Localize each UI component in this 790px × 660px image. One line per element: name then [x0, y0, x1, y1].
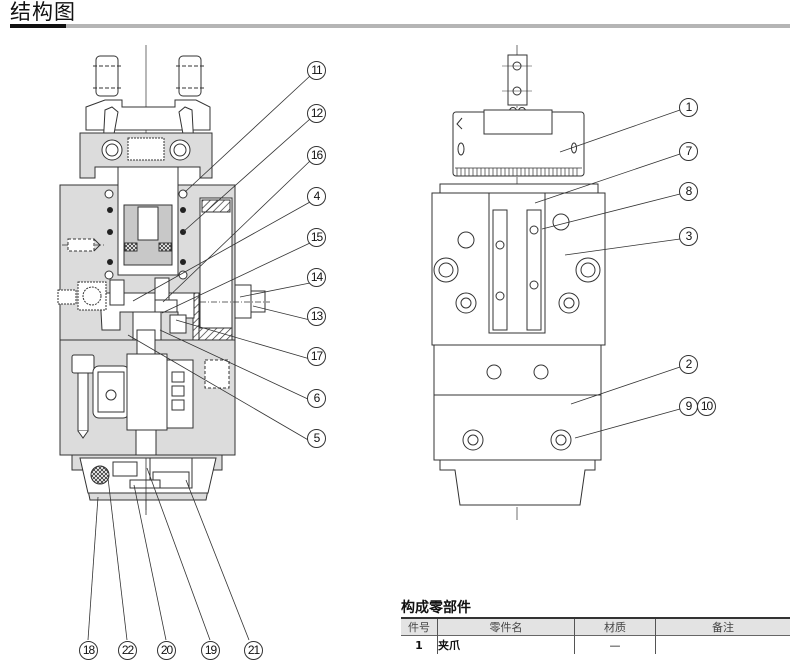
parts-table-header: 件号 零件名 材质 备注	[401, 618, 790, 636]
parts-table-title: 构成零部件	[401, 597, 471, 617]
callout-22: 22	[118, 641, 137, 660]
callout-21: 21	[244, 641, 263, 660]
callout-9: 9	[679, 397, 698, 416]
front-view	[432, 45, 680, 520]
callout-16: 16	[307, 146, 326, 165]
callout-4: 4	[307, 187, 326, 206]
row-no: 1	[401, 636, 438, 655]
callout-12: 12	[307, 104, 326, 123]
callout-8: 8	[679, 182, 698, 201]
table-row: 1 夹爪 —	[401, 636, 790, 655]
callout-10: 10	[697, 397, 716, 416]
row-note	[656, 636, 790, 655]
callout-3: 3	[679, 227, 698, 246]
callout-14: 14	[307, 268, 326, 287]
row-material: —	[575, 636, 656, 655]
col-header-no: 件号	[401, 618, 438, 636]
callout-6: 6	[307, 389, 326, 408]
callout-13: 13	[307, 307, 326, 326]
callout-1: 1	[679, 98, 698, 117]
col-header-name: 零件名	[438, 618, 575, 636]
top-fitting-right	[176, 56, 205, 96]
row-name: 夹爪	[438, 636, 575, 655]
callout-7: 7	[679, 142, 698, 161]
callout-19: 19	[201, 641, 220, 660]
top-fitting-left	[93, 56, 122, 96]
col-header-note: 备注	[656, 618, 790, 636]
parts-table: 件号 零件名 材质 备注 1 夹爪 —	[401, 617, 790, 654]
callout-18: 18	[79, 641, 98, 660]
callout-11: 11	[307, 61, 326, 80]
callout-20: 20	[157, 641, 176, 660]
callout-5: 5	[307, 429, 326, 448]
callout-15: 15	[307, 228, 326, 247]
callout-2: 2	[679, 355, 698, 374]
section-view	[58, 45, 310, 640]
col-header-material: 材质	[575, 618, 656, 636]
callout-17: 17	[307, 347, 326, 366]
